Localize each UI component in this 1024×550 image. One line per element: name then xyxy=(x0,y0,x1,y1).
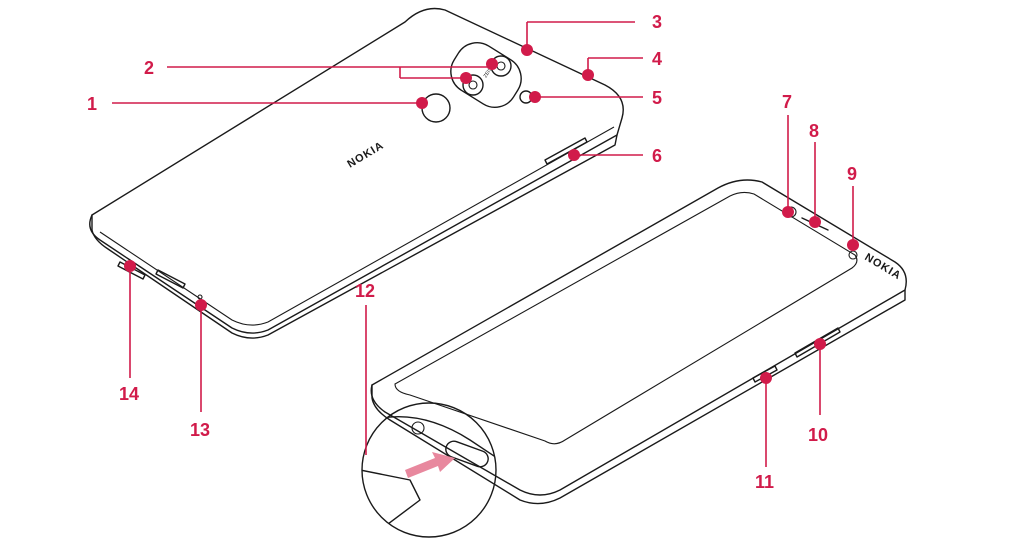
callout-13: 13 xyxy=(190,420,210,440)
callout-6: 6 xyxy=(652,146,662,166)
fingerprint-sensor xyxy=(421,93,451,123)
callout-1: 1 xyxy=(87,94,97,114)
callout-2: 2 xyxy=(144,58,154,78)
back-usb-port xyxy=(155,269,186,289)
callout-12: 12 xyxy=(355,281,375,301)
callout-14: 14 xyxy=(119,384,139,404)
back-speaker-grille xyxy=(117,261,146,280)
back-body-outline xyxy=(89,7,624,334)
callout-9: 9 xyxy=(847,164,857,184)
back-body-side xyxy=(91,134,618,339)
phone-front-view: NOKIA xyxy=(370,179,907,505)
callout-numbers: 1 2 3 4 5 6 7 8 9 10 11 12 13 14 xyxy=(87,12,857,492)
callout-10: 10 xyxy=(808,425,828,445)
zoom-circle xyxy=(361,402,497,538)
front-body-side xyxy=(371,289,906,505)
front-volume-keys xyxy=(794,327,841,358)
back-microphone-hole xyxy=(197,294,203,300)
rear-camera-module: ZEISS xyxy=(450,42,522,108)
front-power-key xyxy=(752,365,778,383)
zoom-usb-port xyxy=(445,440,489,468)
callout-leaders xyxy=(112,21,859,467)
callout-4: 4 xyxy=(652,49,662,69)
front-brand-logo: NOKIA xyxy=(862,251,903,282)
proximity-sensor xyxy=(848,250,858,260)
callout-8: 8 xyxy=(809,121,819,141)
insert-arrow-icon xyxy=(405,452,455,478)
callout-5: 5 xyxy=(652,88,662,108)
callout-11: 11 xyxy=(755,472,774,492)
callout-3: 3 xyxy=(652,12,662,32)
front-screen xyxy=(394,191,858,445)
callout-7: 7 xyxy=(782,92,792,112)
back-brand-logo: NOKIA xyxy=(345,139,386,170)
usb-zoom-inset xyxy=(361,402,497,538)
back-volume-keys xyxy=(544,137,588,165)
